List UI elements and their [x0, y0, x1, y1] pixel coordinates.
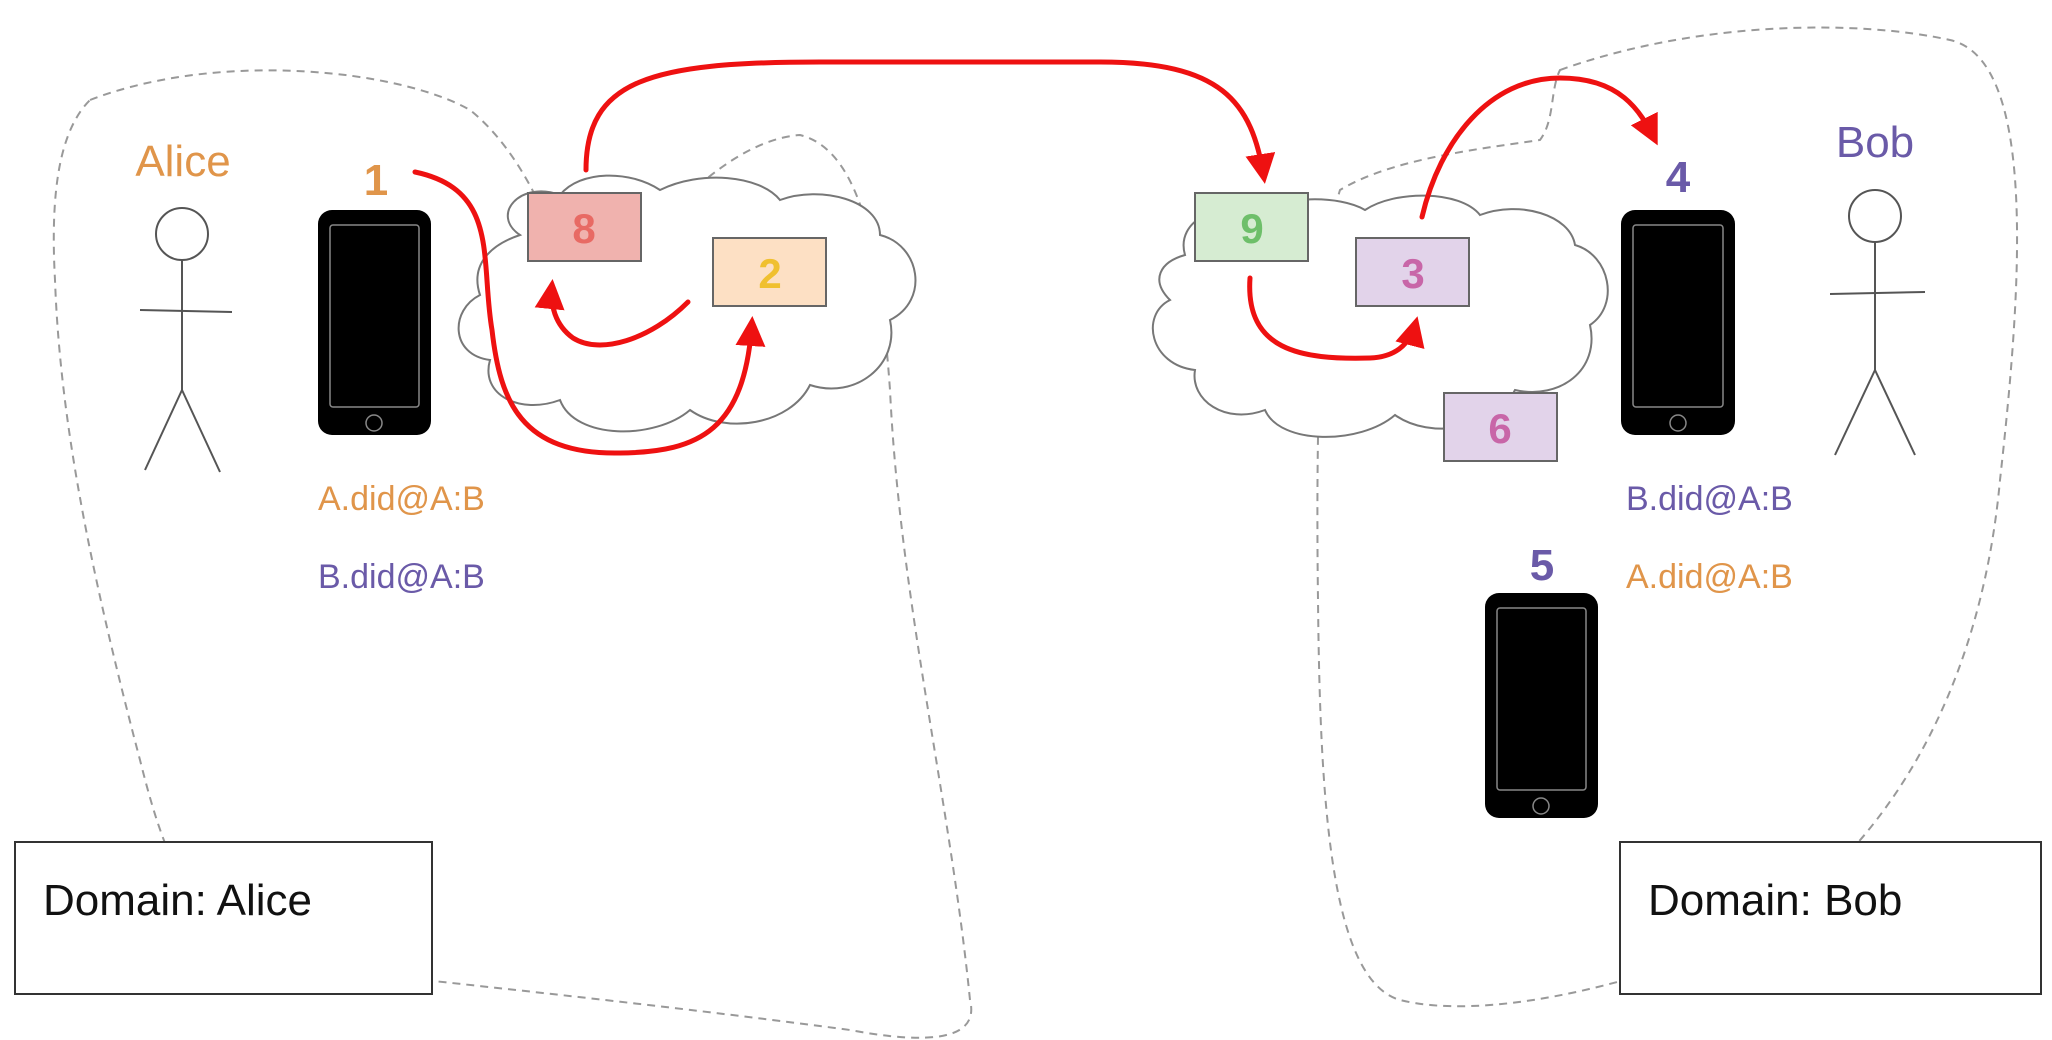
bob-identifier-b: B.did@A:B [1626, 480, 1793, 518]
alice-identifier-a: A.did@A:B [318, 480, 485, 518]
alice-right-leg [181, 389, 221, 473]
box-8: 8 [527, 192, 642, 262]
box-9-number: 9 [1240, 205, 1263, 252]
alice-domain-label-box: Domain: Alice [14, 841, 433, 995]
box-2-number: 2 [758, 250, 781, 297]
bob-head [1848, 189, 1902, 243]
box-6-number: 6 [1488, 405, 1511, 452]
bob-domain-boundary [1316, 26, 2019, 1008]
bob-domain-label-box: Domain: Bob [1619, 841, 2042, 995]
alice-identifier-b: B.did@A:B [318, 558, 485, 596]
arrow-2-to-8 [534, 279, 691, 348]
bob-identifier-a: A.did@A:B [1626, 558, 1793, 596]
box-3-number: 3 [1401, 250, 1424, 297]
bob-domain-label: Domain: Bob [1648, 876, 1902, 925]
alice-name-label: Alice [135, 137, 230, 186]
arrow-3-to-4 [1419, 75, 1658, 220]
bob-second-phone [1485, 593, 1598, 818]
bob-stick-figure [1829, 189, 1926, 456]
bob-left-leg [1834, 369, 1876, 456]
device-4-number: 4 [1666, 153, 1691, 202]
alice-arms [139, 309, 233, 313]
box-3: 3 [1355, 237, 1470, 307]
bob-phone [1621, 210, 1735, 435]
device-5-number: 5 [1530, 541, 1554, 590]
bob-arms [1829, 291, 1926, 295]
bob-name-label: Bob [1836, 118, 1914, 167]
arrow-1-to-2 [412, 169, 766, 456]
device-1-number: 1 [364, 156, 388, 205]
box-8-number: 8 [572, 205, 595, 252]
alice-domain-label: Domain: Alice [43, 876, 312, 925]
box-6: 6 [1443, 392, 1558, 462]
arrow-8-to-9 [583, 59, 1276, 184]
alice-stick-figure [139, 207, 233, 473]
box-2: 2 [712, 237, 827, 307]
alice-left-leg [144, 389, 183, 471]
arrow-9-to-3 [1247, 275, 1425, 361]
alice-phone [318, 210, 431, 435]
bob-right-leg [1874, 369, 1916, 456]
flow-arrows [412, 59, 1658, 456]
box-9: 9 [1194, 192, 1309, 262]
alice-head [155, 207, 209, 261]
